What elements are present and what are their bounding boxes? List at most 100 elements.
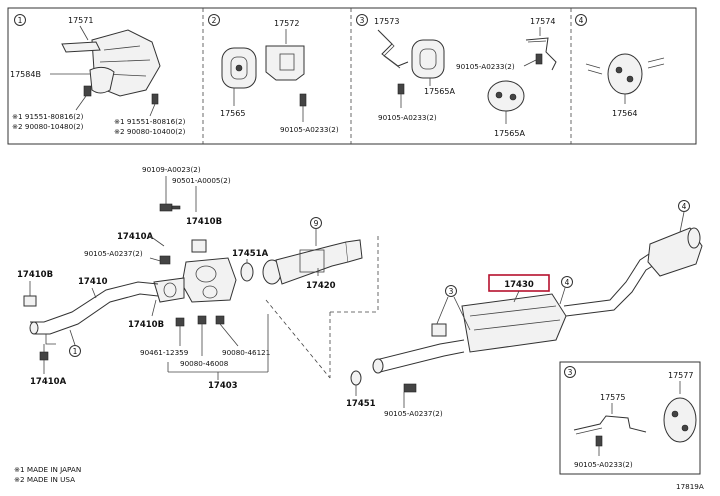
part-label-90461: 90461-12359 — [140, 348, 189, 357]
insulator-bracket — [61, 41, 101, 53]
bolt-part-7 — [159, 255, 171, 265]
footnote-made-in-japan: ※1 MADE IN JAPAN — [14, 465, 81, 474]
part-label-17574: 17574 — [530, 17, 555, 26]
tail-pipe-rear-top — [563, 251, 653, 307]
exhaust-bracket-part — [265, 45, 305, 81]
catalytic-converter-17420 — [262, 239, 363, 285]
bolt-part-2 — [151, 93, 159, 105]
gasket-17451 — [350, 370, 362, 386]
section-number: 4 — [682, 202, 687, 211]
section-marker-7: 1 — [69, 345, 81, 357]
part-label-90105-inset: 90105-A0233(2) — [574, 460, 633, 469]
section-marker-2: 2 — [208, 14, 220, 26]
section-marker-4: 4 — [575, 14, 587, 26]
section-marker-8: 4 — [678, 200, 690, 212]
hanger-rod-part-3 — [573, 415, 647, 433]
section-number: 2 — [212, 16, 217, 25]
part-label-90109: 90109-A0023(2) — [142, 165, 201, 174]
part-label-17573: 17573 — [374, 17, 399, 26]
gasket-17451A — [240, 262, 254, 282]
part-label-17564: 17564 — [612, 109, 637, 118]
nut-part-4 — [215, 315, 225, 325]
nut-part-2 — [175, 317, 185, 327]
section-marker-3: 3 — [356, 14, 368, 26]
part-label-17565A-b: 17565A — [494, 129, 525, 138]
hanger-bracket-part — [431, 323, 447, 337]
sub-muffler-part — [647, 227, 703, 277]
section-number: 9 — [314, 219, 319, 228]
bolt-part-9 — [595, 435, 603, 447]
section-number: 3 — [568, 368, 573, 377]
gasket-part — [89, 66, 115, 94]
section-number: 3 — [360, 16, 365, 25]
exhaust-manifold-converter — [181, 257, 237, 303]
part-label-17572: 17572 — [274, 19, 299, 28]
front-pipe-17410-top — [30, 281, 159, 323]
hanger-rod-part-2 — [525, 37, 557, 71]
part-label-90080-b: 90080-46121 — [222, 348, 270, 357]
part-label-17451: 17451 — [346, 399, 376, 409]
top-panel-frame — [7, 7, 697, 145]
part-label-17403: 17403 — [208, 381, 238, 391]
bolt-part-6 — [159, 203, 173, 212]
gasket-17410B-left — [23, 295, 37, 307]
bolt-part-4 — [397, 83, 405, 95]
bolt-note-2: ※2 90080-10480(2) — [12, 122, 84, 131]
bolt-part-3 — [299, 93, 307, 107]
section-number: 1 — [18, 16, 23, 25]
bolt-note-1: ※1 91551-80816(2) — [12, 112, 84, 121]
part-label-90105-box2: 90105-A0233(2) — [280, 125, 339, 134]
flange-part — [153, 277, 185, 303]
part-label-17410B-top: 17410B — [186, 217, 222, 227]
part-label-17430: 17430 — [504, 280, 534, 290]
part-label-90105-box3-b: 90105-A0233(2) — [456, 62, 515, 71]
section-number: 4 — [565, 278, 570, 287]
rubber-hanger-part — [221, 47, 257, 89]
part-label-17451A: 17451A — [232, 249, 269, 259]
bolt-part — [83, 85, 92, 97]
part-label-90105-a: 90105-A0237(2) — [84, 249, 143, 258]
part-label-90501: 90501-A0005(2) — [172, 176, 231, 185]
bolt-part-5 — [535, 53, 543, 65]
part-label-17410: 17410 — [78, 277, 108, 287]
footnote-made-in-usa: ※2 MADE IN USA — [14, 475, 75, 484]
section-marker-inset: 3 — [564, 366, 576, 378]
hanger-rod-part — [377, 29, 409, 67]
part-label-17410B-mid: 17410B — [128, 320, 164, 330]
tail-pipe-front-top — [375, 339, 465, 361]
front-pipe-17410-bottom — [34, 293, 159, 335]
section-number: 3 — [449, 287, 454, 296]
inset-panel-5 — [559, 361, 701, 475]
part-label-90105-b: 90105-A0237(2) — [384, 409, 443, 418]
part-label-17584B: 17584B — [10, 70, 41, 79]
part-label-17565A: 17565A — [424, 87, 455, 96]
rubber-hanger-17565A — [411, 39, 445, 79]
nut-part — [39, 351, 49, 361]
section-number: 1 — [73, 347, 78, 356]
part-label-17575: 17575 — [600, 393, 625, 402]
bolt-note-4: ※2 90080-10400(2) — [114, 127, 186, 136]
rubber-hanger-17564 — [607, 53, 643, 95]
part-label-17571: 17571 — [68, 16, 93, 25]
part-label-90105-box3-a: 90105-A0233(2) — [378, 113, 437, 122]
tail-pipe-front-bottom — [379, 351, 465, 373]
part-label-17410B-left: 17410B — [17, 270, 53, 280]
main-muffler-17430 — [461, 293, 567, 353]
part-label-17565: 17565 — [220, 109, 245, 118]
section-marker-5: 3 — [445, 285, 457, 297]
bolt-note-3: ※1 91551-80816(2) — [114, 117, 186, 126]
tail-pipe-rear-bottom — [565, 263, 657, 317]
section-marker-1: 1 — [14, 14, 26, 26]
part-label-17410A-bottom: 17410A — [30, 377, 67, 387]
rubber-hanger-17577 — [663, 397, 697, 443]
gasket-17410B — [191, 239, 207, 253]
section-marker-9: 9 — [310, 217, 322, 229]
section-marker-6: 4 — [561, 276, 573, 288]
part-label-90080-a: 90080-46008 — [180, 359, 229, 368]
bolt-part-8 — [403, 383, 417, 393]
nut-part-3 — [197, 315, 207, 325]
part-label-17420: 17420 — [306, 281, 336, 291]
part-label-17577: 17577 — [668, 371, 693, 380]
